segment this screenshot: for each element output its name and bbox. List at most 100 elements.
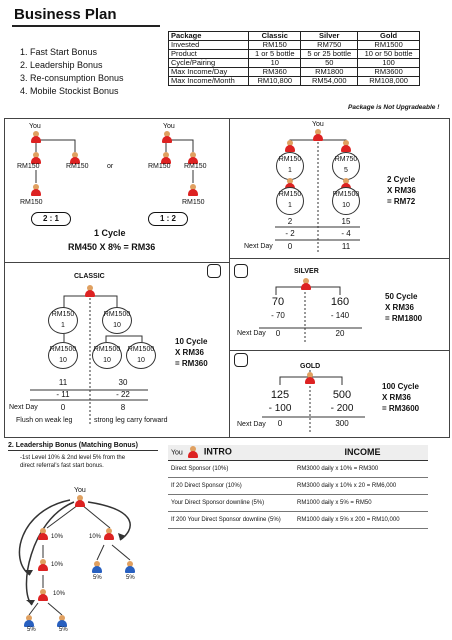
result-line: X RM36 <box>175 348 204 357</box>
divider <box>229 258 450 259</box>
table-row: If 20 Direct Sponsor (10%) RM3000 daily … <box>168 477 428 495</box>
person-icon <box>301 278 311 290</box>
node-amount: RM1500 <box>93 346 121 353</box>
left-minus: - 11 <box>56 390 70 399</box>
result-line: 50 Cycle <box>385 292 418 301</box>
person-icon <box>161 152 171 164</box>
silver-left: 70 <box>271 296 285 308</box>
income-header: INCOME <box>294 445 428 461</box>
gold-left: 125 <box>270 389 290 401</box>
flush-note: Flush on weak leg <box>16 417 73 424</box>
person-icon <box>104 528 114 540</box>
gold-title: GOLD <box>300 363 321 370</box>
left-next: 0 <box>60 403 66 412</box>
table-header-row: You INTRO INCOME <box>168 445 428 461</box>
left-total: 2 <box>287 217 293 226</box>
node-count: 10 <box>103 357 111 364</box>
node-label: RM150 <box>17 163 40 170</box>
next-day-label: Next Day <box>237 330 266 337</box>
left-total: 11 <box>58 378 68 387</box>
node-amount: RM150 <box>278 191 302 198</box>
node-count: 1 <box>288 202 292 209</box>
right-total: 30 <box>118 378 128 387</box>
right-minus: - 200 <box>330 403 354 414</box>
table-row: Direct Sponsor (10%) RM3000 daily x 10% … <box>168 460 428 478</box>
intro-cell: If 200 Your Direct Sponsor downline (5%) <box>168 511 294 529</box>
left-minus: - 2 <box>285 229 295 238</box>
node-amount: RM150 <box>278 156 302 163</box>
one-cycle-label: 1 Cycle <box>94 228 126 238</box>
node-amount: RM1500 <box>127 346 155 353</box>
title-underline <box>8 450 158 451</box>
result-line: = RM72 <box>387 197 416 206</box>
node-label: RM150 <box>182 199 205 206</box>
left-minus: - 100 <box>268 403 292 414</box>
divider <box>229 350 450 351</box>
pct-label: 5% <box>126 575 135 581</box>
node-amount: RM150 <box>51 311 75 318</box>
right-minus: - 140 <box>330 311 350 320</box>
bonus-item: 3. Re-consumption Bonus <box>20 73 124 83</box>
title-underline <box>12 25 160 27</box>
node-circle <box>126 342 156 369</box>
pct-label: 10% <box>53 591 66 597</box>
left-next: 0 <box>277 419 283 428</box>
node-label: RM150 <box>66 163 89 170</box>
income-cell: RM1000 daily x 5% x 200 = RM10,000 <box>294 511 428 529</box>
right-next: 11 <box>341 242 351 251</box>
you-label: You <box>312 121 324 128</box>
person-icon <box>31 184 41 196</box>
node-circle <box>102 307 132 334</box>
table-row: Max Income/Day RM360 RM1800 RM3600 <box>167 67 420 77</box>
node-count: 10 <box>342 202 350 209</box>
node-count: 5 <box>344 167 348 174</box>
node-amount: RM1500 <box>49 346 77 353</box>
table-cell: RM54,000 <box>300 76 359 86</box>
income-cell: RM1000 daily x 5% = RM50 <box>294 494 428 512</box>
table-row: Max Income/Month RM10,800 RM54,000 RM108… <box>167 76 420 86</box>
node-amount: RM1500 <box>332 191 360 198</box>
result-line: = RM360 <box>175 359 208 368</box>
pct-label: 5% <box>27 627 36 633</box>
result-line: X RM36 <box>382 393 411 402</box>
person-icon <box>92 561 102 573</box>
ratio-badge: 2 : 1 <box>31 212 71 226</box>
checkbox-icon <box>234 353 248 367</box>
silver-right: 160 <box>330 296 350 308</box>
person-icon <box>75 495 85 507</box>
row-label: Max Income/Month <box>167 76 250 86</box>
result-line: 2 Cycle <box>387 175 416 184</box>
next-day-label: Next Day <box>237 421 266 428</box>
person-icon <box>305 372 315 384</box>
next-day-label: Next Day <box>9 404 38 411</box>
leadership-desc: -1st Level 10% & 2nd level 5% from the d… <box>20 454 125 470</box>
bonus-list: 1. Fast Start Bonus 2. Leadership Bonus … <box>20 46 124 98</box>
package-table: Package Classic Silver Gold Invested RM1… <box>167 31 420 86</box>
gold-result: 100 Cycle X RM36 = RM3600 <box>382 381 419 414</box>
node-label: RM150 <box>184 163 207 170</box>
income-cell: RM3000 daily x 10% x 20 = RM6,000 <box>294 477 428 495</box>
or-label: or <box>107 163 114 170</box>
upgrade-note: Package is Not Upgradeable ! <box>348 104 440 111</box>
right-minus: - 4 <box>341 229 351 238</box>
ratio-badge: 1 : 2 <box>148 212 188 226</box>
result-line: = RM1800 <box>385 314 423 323</box>
pct-label: 5% <box>93 575 102 581</box>
node-circle <box>332 187 360 215</box>
result-line: 10 Cycle <box>175 337 208 346</box>
node-count: 10 <box>137 357 145 364</box>
you-label: You <box>29 123 41 130</box>
page-title: Business Plan <box>14 6 117 23</box>
person-icon <box>57 615 67 627</box>
classic-title: CLASSIC <box>74 273 105 280</box>
intro-cell: If 20 Direct Sponsor (10%) <box>168 477 294 495</box>
right-next: 8 <box>120 403 126 412</box>
person-icon <box>285 140 295 152</box>
left-next: 0 <box>287 242 293 251</box>
diagram-frame <box>4 118 450 438</box>
result-line: X RM36 <box>385 303 414 312</box>
divider <box>4 262 229 263</box>
node-label: RM150 <box>20 199 43 206</box>
result-line: X RM36 <box>387 186 416 195</box>
person-icon <box>341 140 351 152</box>
